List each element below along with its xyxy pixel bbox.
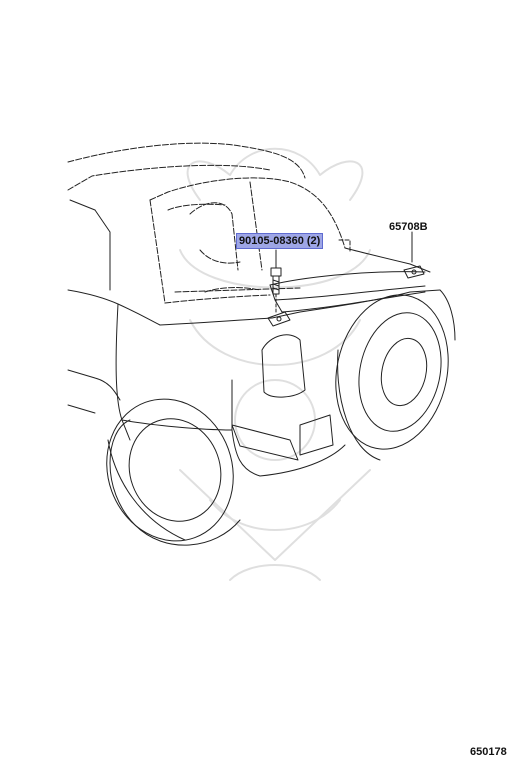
left-rear-wheel	[106, 398, 241, 546]
samurai-helmet-watermark-icon	[179, 147, 371, 581]
bed-side	[67, 199, 161, 414]
leader-lines	[338, 231, 413, 263]
bolt-icon	[270, 249, 282, 315]
bolt-part-number-callout[interactable]: 90105-08360 (2)	[236, 233, 324, 249]
clip-icon	[267, 265, 425, 327]
spare-tire	[335, 294, 449, 461]
rear-body-panel	[115, 289, 456, 477]
figure-number: 650178	[470, 746, 507, 758]
spoiler-part-number-callout[interactable]: 65708B	[389, 221, 428, 233]
cab-outline	[67, 142, 346, 304]
